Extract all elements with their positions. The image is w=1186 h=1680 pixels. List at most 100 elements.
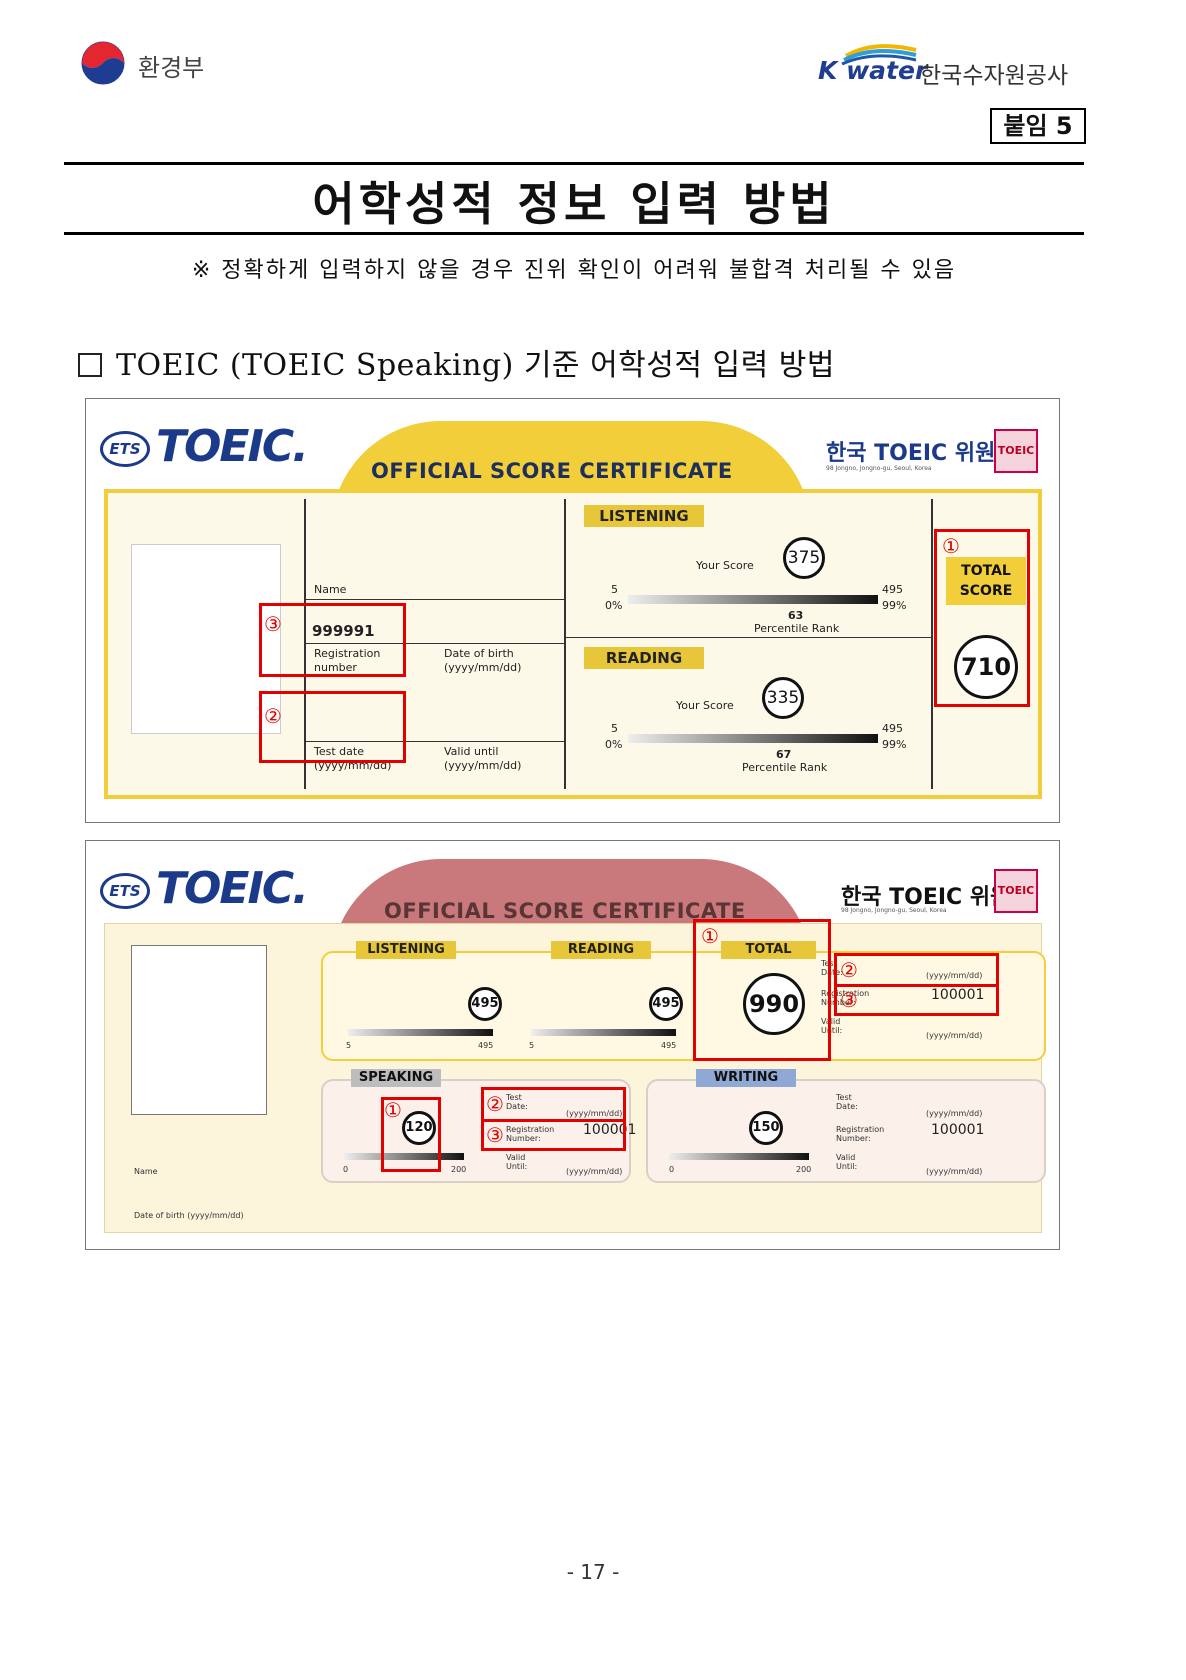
annotation-marker-3: ③ — [264, 612, 282, 636]
listening-reading-panel — [321, 951, 1046, 1061]
writing-valid-until-label: Valid Until: — [836, 1153, 858, 1171]
name-label: Name — [134, 1167, 158, 1176]
dob-label-2: (yyyy/mm/dd) — [444, 661, 522, 674]
writing-date-format-2: (yyyy/mm/dd) — [926, 1167, 983, 1176]
ets-logo-icon: ETS — [100, 431, 150, 467]
speaking-tag: SPEAKING — [351, 1069, 441, 1087]
id-column-divider-right — [564, 499, 566, 789]
lr-date-format-1: (yyyy/mm/dd) — [926, 971, 983, 980]
annotation-marker-1-speaking: ① — [384, 1098, 402, 1122]
writing-panel — [646, 1079, 1046, 1183]
speaking-registration-label: Registration Number: — [506, 1125, 555, 1143]
checkbox-square-icon — [78, 353, 102, 377]
speaking-bar-min: 0 — [343, 1165, 349, 1174]
attachment-badge: 붙임 5 — [990, 108, 1086, 144]
certificate-banner: OFFICIAL SCORE CERTIFICATE — [384, 899, 746, 923]
section-heading: TOEIC (TOEIC Speaking) 기준 어학성적 입력 방법 — [78, 340, 835, 384]
page-number: - 17 - — [566, 1560, 620, 1584]
korea-toeic-committee: 한국 TOEIC 위원회 — [826, 441, 1016, 466]
registration-label-1: Registration — [314, 647, 381, 660]
ministry-of-environment-logo-icon — [81, 41, 125, 85]
speaking-bar-max: 200 — [451, 1165, 467, 1174]
annotation-box-registration — [259, 603, 406, 677]
writing-score: 150 — [749, 1111, 783, 1145]
photo-box — [131, 544, 281, 734]
reading-score: 335 — [762, 677, 804, 719]
annotation-box-test-date — [259, 691, 406, 763]
reading-bar — [628, 734, 878, 743]
certificate-banner: OFFICIAL SCORE CERTIFICATE — [371, 459, 733, 483]
annotation-box-speaking-score — [381, 1097, 441, 1172]
annotation-box-speaking-registration — [481, 1119, 626, 1151]
annotation-box-total — [934, 529, 1030, 707]
page-title: 어학성적 정보 입력 방법 — [312, 177, 836, 231]
seal-stamp-icon: TOEIC — [994, 869, 1038, 913]
writing-bar-max: 200 — [796, 1165, 812, 1174]
writing-bar-min: 0 — [669, 1165, 675, 1174]
listening-bar — [628, 595, 878, 604]
reading-max-pct: 99% — [882, 738, 907, 751]
toeic-logo: TOEIC. — [156, 863, 309, 914]
annotation-marker-1-total: ① — [701, 924, 719, 948]
writing-registration-value: 100001 — [931, 1122, 985, 1138]
speaking-panel — [321, 1079, 631, 1183]
total-label-2: SCORE — [959, 583, 1013, 599]
lr-registration-label: Registration Number: — [821, 989, 870, 1007]
valid-until-label-1: Valid until — [444, 745, 499, 758]
reading-your-score-label: Your Score — [676, 699, 734, 712]
listening-min: 5 — [611, 583, 618, 596]
annotation-box-total — [693, 919, 831, 1061]
ministry-name: 환경부 — [138, 54, 205, 82]
listening-max-pct: 99% — [882, 599, 907, 612]
kwater-logo-text: K water — [818, 56, 928, 85]
writing-tag: WRITING — [696, 1069, 796, 1087]
reading-bar-max: 495 — [661, 1041, 677, 1050]
ets-logo-icon: ETS — [100, 873, 150, 909]
test-date-label-1: Test date — [314, 745, 364, 758]
committee-address: 98 Jongno, Jongno-gu, Seoul, Korea — [841, 907, 947, 914]
total-tag: TOTAL — [721, 941, 816, 959]
test-date-line — [304, 741, 564, 742]
writing-bar — [669, 1153, 809, 1160]
listening-score: 495 — [468, 987, 502, 1021]
annotation-marker-2-lr: ② — [840, 958, 858, 982]
speaking-score: 120 — [402, 1111, 436, 1145]
title-top-rule — [64, 162, 1084, 165]
reading-score: 495 — [649, 987, 683, 1021]
reading-percentile: 67 — [776, 748, 792, 761]
committee-address: 98 Jongno, Jongno-gu, Seoul, Korea — [826, 465, 932, 472]
reading-tag: READING — [551, 941, 651, 959]
id-column-divider-left — [304, 499, 306, 789]
annotation-marker-2-speaking: ② — [486, 1092, 504, 1116]
reading-bar — [531, 1029, 676, 1036]
annotation-marker-3-lr: ③ — [840, 988, 858, 1012]
registration-line — [304, 643, 564, 644]
speaking-date-format-1: (yyyy/mm/dd) — [566, 1109, 623, 1118]
reading-tag: READING — [584, 647, 704, 669]
kwater-name: 한국수자원공사 — [920, 63, 1069, 89]
lr-registration-value: 100001 — [931, 987, 985, 1003]
writing-test-date-label: Test Date: — [836, 1093, 858, 1111]
seal-stamp-icon: TOEIC — [994, 429, 1038, 473]
writing-registration-label: Registration Number: — [836, 1125, 885, 1143]
listening-tag: LISTENING — [584, 505, 704, 527]
speaking-valid-until-label: Valid Until: — [506, 1153, 528, 1171]
annotation-marker-2: ② — [264, 704, 282, 728]
total-score: 990 — [743, 973, 805, 1035]
warning-note: ※ 정확하게 입력하지 않을 경우 진위 확인이 어려워 불합격 처리될 수 있… — [191, 258, 957, 283]
registration-value: 999991 — [312, 622, 375, 640]
listening-bar-max: 495 — [478, 1041, 494, 1050]
listening-min-pct: 0% — [605, 599, 623, 612]
reading-bar-min: 5 — [529, 1041, 535, 1050]
toeic-logo: TOEIC. — [156, 421, 309, 472]
speaking-bar — [344, 1153, 464, 1160]
dob-label-1: Date of birth — [444, 647, 514, 660]
speaking-test-date-label: Test Date: — [506, 1093, 528, 1111]
kwater-logo-icon — [841, 44, 917, 66]
reading-min-pct: 0% — [605, 738, 623, 751]
speaking-date-format-2: (yyyy/mm/dd) — [566, 1167, 623, 1176]
listening-bar — [348, 1029, 493, 1036]
total-score: 710 — [954, 635, 1018, 699]
listening-max: 495 — [882, 583, 903, 596]
listening-reading-divider — [566, 637, 931, 638]
